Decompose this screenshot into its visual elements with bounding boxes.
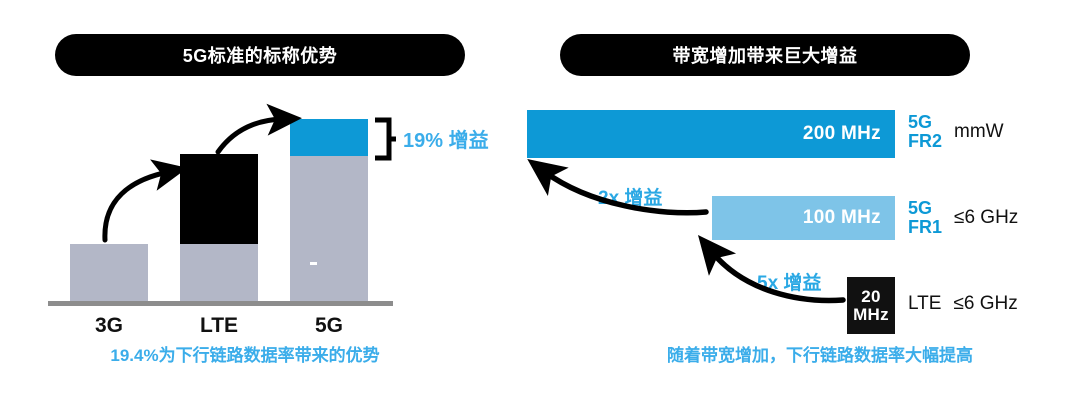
- generation-tag-lte: LTE: [908, 293, 942, 314]
- bar-5g-increment-segment: [290, 119, 368, 156]
- bar-5g-dash-mark: [310, 262, 317, 265]
- gain-19-percent-label: 19% 增益: [403, 130, 489, 152]
- row-label-5g-fr1: 5G FR1 ≤6 GHz: [908, 198, 1019, 238]
- bar-5g: [290, 119, 368, 301]
- gain-2x-label: 2x 增益: [598, 188, 663, 209]
- bar-lte: [180, 154, 258, 301]
- generation-tag-5g-fr2: 5G FR2: [908, 112, 943, 152]
- bandwidth-bar-5g-fr2: 200 MHz: [527, 110, 895, 158]
- bar-5g-base-segment: [290, 156, 368, 301]
- axis-label-5g: 5G: [314, 314, 343, 337]
- right-panel-caption: 随着带宽增加，下行链路数据率大幅提高: [667, 346, 973, 365]
- bandwidth-bar-lte: 20 MHz: [847, 277, 895, 334]
- gain-5x-label: 5x 增益: [757, 273, 822, 294]
- frequency-range-fr1: FR1: [908, 217, 943, 238]
- band-tag-mmw: mmW: [954, 121, 1004, 143]
- bar-3g: [70, 244, 148, 301]
- bandwidth-value-20: 20: [861, 286, 881, 306]
- bandwidth-bar-5g-fr1: 100 MHz: [712, 196, 895, 240]
- right-panel: 带宽增加带来巨大增益 随着带宽增加，下行链路数据率大幅提高: [540, 0, 1080, 408]
- bar-lte-base-segment: [180, 244, 258, 301]
- generation-5g: 5G: [908, 112, 933, 132]
- frequency-range-fr2: FR2: [908, 131, 943, 152]
- axis-label-3g: 3G: [94, 314, 123, 337]
- axis-label-lte: LTE: [199, 314, 239, 337]
- bandwidth-value-100mhz: 100 MHz: [802, 207, 881, 228]
- band-tag-sub6-fr1: ≤6 GHz: [954, 207, 1019, 229]
- bandwidth-value-200mhz: 200 MHz: [802, 123, 881, 144]
- right-panel-title: 带宽增加带来巨大增益: [560, 34, 970, 76]
- band-tag-sub6-lte: ≤6 GHz: [953, 293, 1018, 314]
- row-label-lte: LTE ≤6 GHz: [908, 293, 1018, 315]
- chart-baseline: [48, 301, 393, 306]
- bandwidth-unit-mhz: MHz: [853, 304, 889, 324]
- row-label-5g-fr2: 5G FR2 mmW: [908, 112, 1004, 152]
- left-panel: 5G标准的标称优势 3G LTE 5G 19% 增益 19.4%为下行链路数据率…: [48, 34, 489, 365]
- generation-tag-5g-fr1: 5G FR1: [908, 198, 943, 238]
- generation-5g-fr1: 5G: [908, 198, 933, 218]
- bar-lte-increment-segment: [180, 154, 258, 244]
- left-panel-caption: 19.4%为下行链路数据率带来的优势: [110, 346, 380, 365]
- nominal-advantage-bar-chart: 3G LTE 5G 19% 增益: [48, 119, 489, 337]
- left-panel-title: 5G标准的标称优势: [55, 34, 465, 76]
- bar-3g-base-segment: [70, 244, 148, 301]
